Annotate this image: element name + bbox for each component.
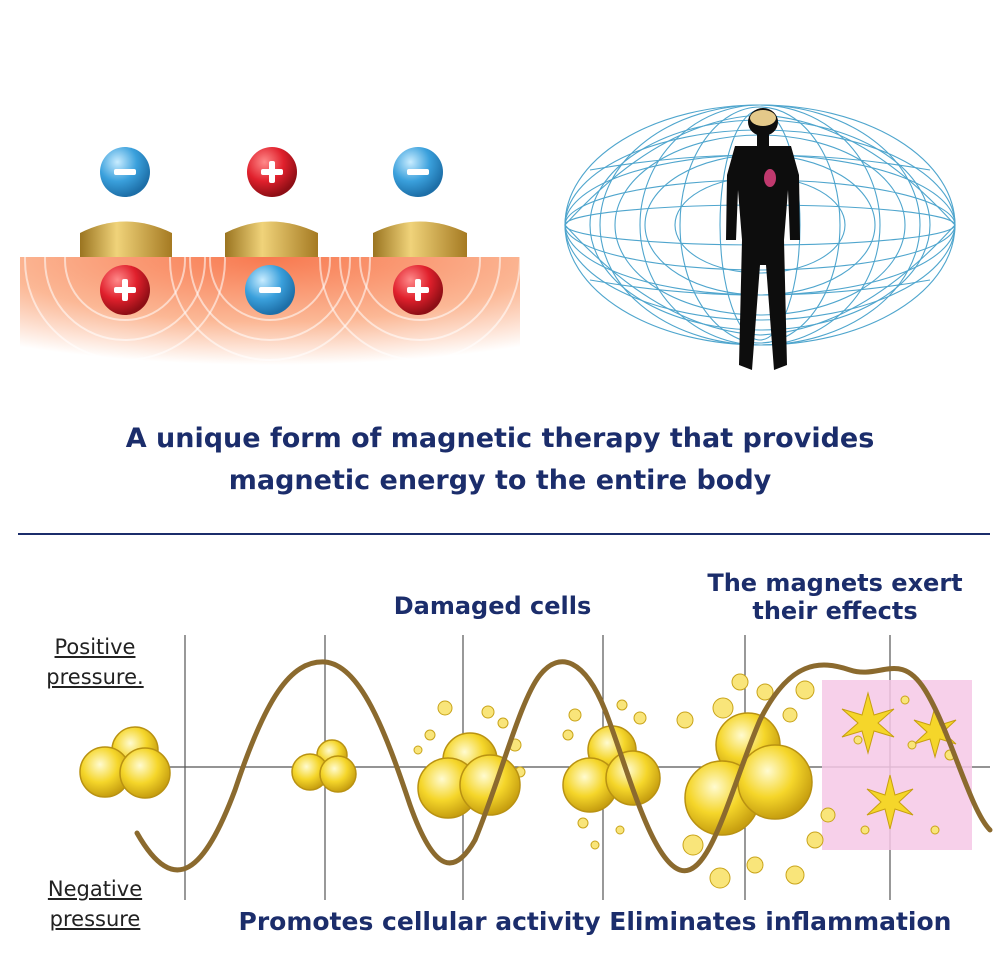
healthy-cell-cluster: [79, 726, 171, 799]
damaged-cell-cluster-2: [562, 725, 661, 813]
plus-ion-icon: [247, 147, 297, 197]
negative-line-2: pressure: [49, 907, 141, 931]
section-divider: [18, 533, 990, 535]
pressure-wave: [134, 659, 993, 874]
cell-pressure-wave-diagram: [79, 635, 993, 900]
negative-pressure-label: Negative pressure: [30, 874, 160, 934]
plus-ion-icon: [393, 265, 443, 315]
bottom-caption: Promotes cellular activity Eliminates in…: [238, 907, 952, 936]
body-magnetic-field-illustration: [564, 104, 956, 370]
small-bubbles: [413, 673, 956, 889]
minus-ion-icon: [100, 147, 150, 197]
plus-ion-icon: [100, 265, 150, 315]
headline-line-1: A unique form of magnetic therapy that p…: [125, 423, 875, 454]
minus-ion-icon: [393, 147, 443, 197]
positive-line-1: Positive: [54, 635, 136, 659]
small-cell-cluster: [291, 739, 357, 793]
magnet-icon: [80, 221, 467, 257]
magnets-label-line-2: their effects: [752, 597, 918, 625]
treated-cell-cluster: [684, 712, 813, 836]
minus-ion-icon: [245, 265, 295, 315]
headline-line-2: magnetic energy to the entire body: [228, 465, 772, 496]
body-silhouette-icon: [726, 108, 800, 370]
negative-line-1: Negative: [47, 877, 143, 901]
damaged-cells-label: Damaged cells: [393, 592, 592, 620]
magnets-effect-label: The magnets exert their effects: [680, 569, 990, 625]
magnets-label-line-1: The magnets exert: [707, 569, 963, 597]
damaged-cell-cluster: [417, 732, 521, 819]
magnet-ion-illustration: [20, 147, 521, 377]
positive-line-2: pressure.: [46, 665, 144, 689]
headline: A unique form of magnetic therapy that p…: [0, 418, 1000, 502]
magnet-effect-zone: [822, 680, 972, 850]
positive-pressure-label: Positive pressure.: [30, 632, 160, 692]
